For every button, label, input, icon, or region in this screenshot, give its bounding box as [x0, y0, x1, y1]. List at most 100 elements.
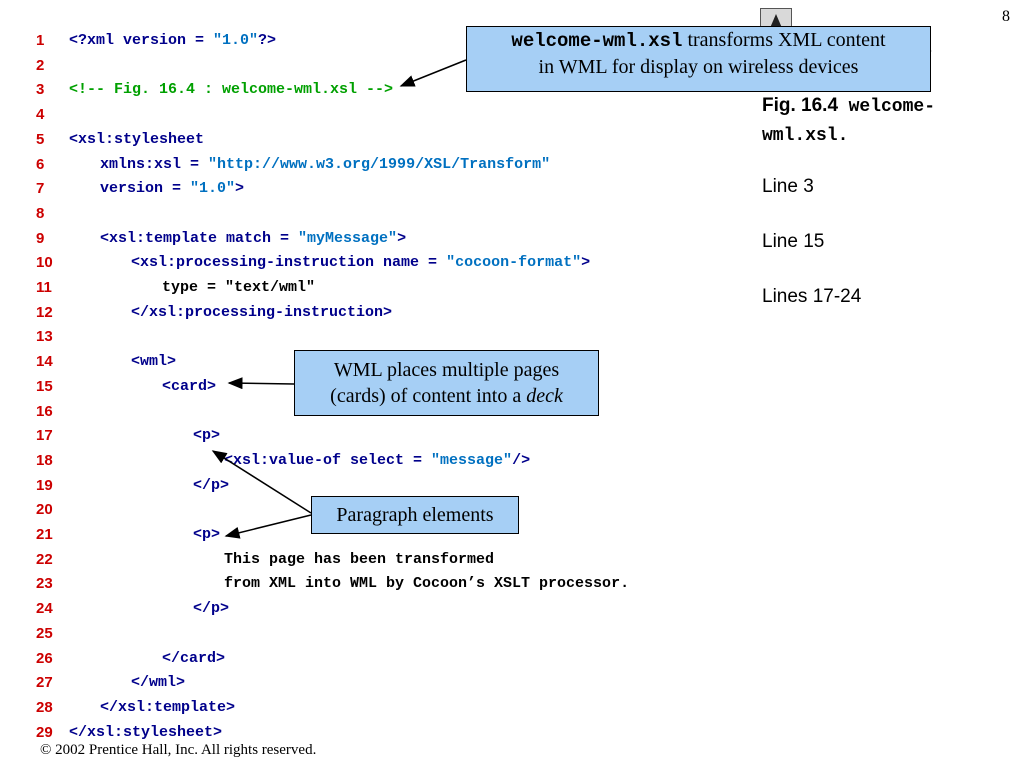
code-token: type = "text/wml" [162, 279, 316, 296]
line-number: 5 [36, 130, 45, 148]
code-text: </xsl:processing-instruction> [131, 303, 392, 323]
code-text: <?xml version = "1.0"?> [69, 31, 276, 51]
triangle-up-icon [770, 14, 782, 28]
code-token: <p> [193, 427, 221, 445]
code-text: </p> [193, 599, 229, 619]
line-number: 17 [36, 427, 53, 445]
code-token: </p> [193, 476, 230, 494]
code-text: <p> [193, 525, 220, 545]
line-number: 16 [36, 402, 53, 420]
code-token: <?xml version = [69, 32, 214, 49]
side-item-line3: Line 3 [762, 176, 814, 197]
code-text: </card> [162, 649, 225, 669]
line-number: 3 [36, 81, 45, 99]
line-number: 7 [36, 180, 45, 198]
code-text: This page has been transformed [224, 550, 494, 570]
side-item-line15: Line 15 [762, 231, 825, 252]
code-token: <card> [162, 377, 217, 395]
code-token: </wml> [131, 674, 186, 692]
code-text: <xsl:processing-instruction name = "coco… [131, 253, 590, 273]
code-token: </card> [162, 649, 226, 667]
code-text: from XML into WML by Cocoon’s XSLT proce… [224, 574, 629, 594]
code-text: <!-- Fig. 16.4 : welcome-wml.xsl --> [69, 80, 393, 100]
callout-wml-line1: WML places multiple pages [333, 359, 560, 381]
code-token: > [235, 180, 245, 198]
code-text: </xsl:template> [100, 698, 235, 718]
line-number: 20 [36, 501, 53, 519]
code-text: <card> [162, 377, 216, 397]
callout-paragraph-text: Paragraph elements [336, 504, 494, 526]
code-token: <!-- Fig. 16.4 : welcome-wml.xsl --> [69, 81, 394, 99]
code-token: <xsl:template match = [100, 229, 299, 247]
code-token: /> [512, 451, 531, 469]
code-token: </xsl:template> [100, 698, 236, 716]
line-number: 6 [36, 155, 45, 173]
line-number: 9 [36, 229, 45, 247]
code-token: <xsl:stylesheet [69, 130, 205, 148]
code-token: </p> [193, 600, 230, 618]
line-number: 1 [36, 32, 45, 49]
code-token: > [397, 229, 407, 247]
code-text: <xsl:value-of select = "message"/> [224, 451, 530, 471]
arrow-to-line15 [227, 377, 295, 390]
line-number: 14 [36, 353, 53, 371]
line-number: 19 [36, 476, 53, 494]
callout-paragraph: Paragraph elements [311, 496, 519, 534]
copyright-footer: © 2002 Prentice Hall, Inc. All rights re… [40, 742, 317, 758]
code-token: This page has been transformed [224, 550, 495, 568]
line-number: 18 [36, 451, 53, 469]
code-token: > [581, 254, 591, 272]
code-token: "http://www.w3.org/1999/XSL/Transform" [208, 155, 551, 173]
code-token: "1.0" [190, 180, 236, 198]
code-token: "myMessage" [298, 229, 398, 247]
code-token: <xsl:processing-instruction name = [131, 254, 447, 272]
callout-wml-line2: (cards) of content into a [330, 385, 527, 407]
code-token: from XML into WML by Cocoon’s XSLT proce… [224, 575, 630, 593]
line-number: 8 [36, 204, 45, 222]
line-number: 23 [36, 575, 53, 593]
arrow-to-line21 [224, 514, 312, 539]
page-number: 8 [1002, 8, 1010, 25]
code-token: "message" [431, 451, 513, 469]
line-number: 28 [36, 698, 53, 716]
line-number: 26 [36, 649, 53, 667]
figure-filename: welcome-wml.xsl. [762, 97, 936, 146]
code-text: </xsl:stylesheet> [69, 723, 222, 743]
line-number: 29 [36, 723, 53, 741]
code-token: xmlns:xsl = [100, 155, 209, 173]
code-text: </p> [193, 476, 229, 496]
line-number: 27 [36, 674, 53, 692]
line-number: 25 [36, 624, 53, 642]
line-number: 11 [36, 279, 52, 296]
callout-wml-italic: deck [526, 385, 563, 407]
code-token: ?> [258, 32, 277, 49]
code-text: xmlns:xsl = "http://www.w3.org/1999/XSL/… [100, 155, 550, 175]
callout-top-filename: welcome-wml.xsl [511, 30, 683, 52]
line-number: 24 [36, 600, 53, 618]
line-number: 12 [36, 303, 53, 321]
code-text: <p> [193, 426, 220, 446]
code-token: "1.0" [213, 32, 259, 49]
code-token: <xsl:value-of select = [224, 451, 432, 469]
line-number: 2 [36, 56, 45, 74]
callout-top-text1: transforms XML content [682, 29, 886, 51]
line-number: 13 [36, 328, 53, 346]
figure-label: Fig. 16.4 [762, 95, 839, 116]
code-text: <xsl:stylesheet [69, 130, 204, 150]
code-token: "cocoon-format" [446, 254, 582, 272]
line-number: 21 [36, 526, 53, 543]
arrow-to-line17 [211, 450, 312, 514]
code-token: </xsl:processing-instruction> [131, 303, 393, 321]
code-text: type = "text/wml" [162, 278, 315, 298]
line-number: 4 [36, 106, 45, 124]
callout-top: welcome-wml.xsl transforms XML content i… [466, 26, 931, 92]
code-token: <wml> [131, 353, 177, 371]
line-number: 15 [36, 377, 53, 395]
code-text: <wml> [131, 352, 176, 372]
arrow-to-line3 [399, 59, 467, 87]
code-token: </xsl:stylesheet> [69, 723, 223, 741]
code-token: version = [100, 180, 191, 198]
figure-caption: Fig. 16.4 welcome-wml.xsl. [762, 92, 1012, 150]
side-item-lines17-24: Lines 17-24 [762, 286, 862, 307]
